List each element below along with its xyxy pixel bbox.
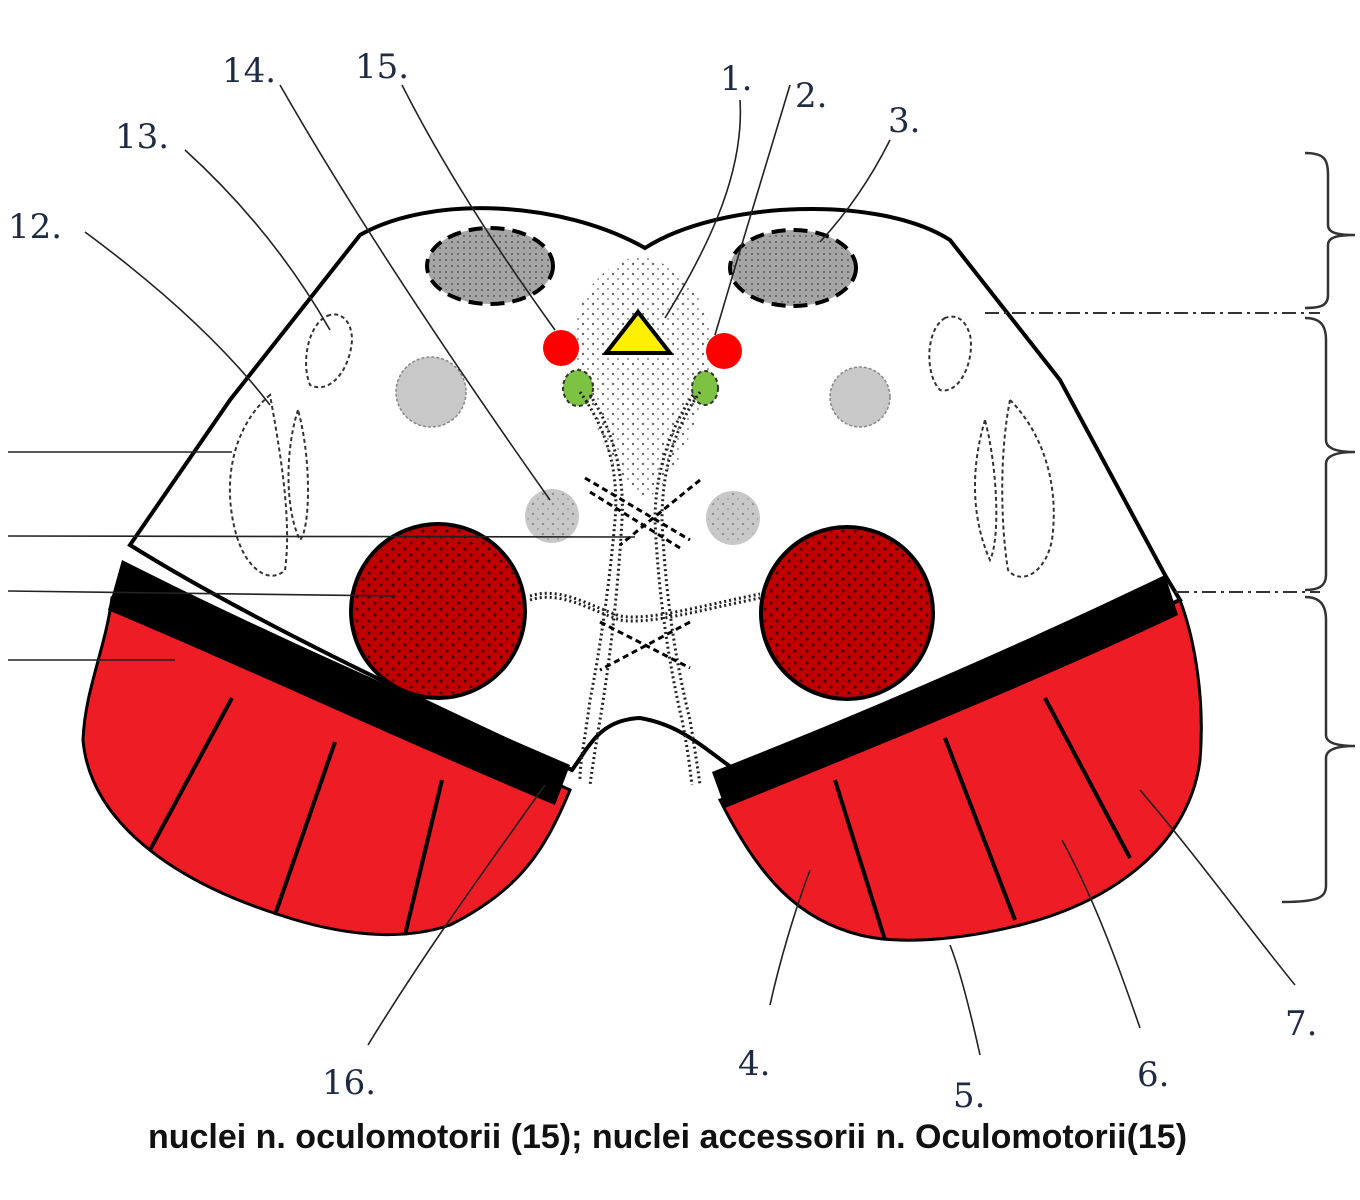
left-red-nucleus-texture	[354, 527, 522, 695]
label-14: 14.	[222, 51, 276, 91]
periaqueductal-grey	[574, 255, 712, 500]
label-6: 6.	[1137, 1055, 1169, 1095]
region-brackets	[1281, 151, 1356, 904]
peduncle-division-lines	[148, 697, 1132, 941]
oculomotor-nerve-fibers	[529, 391, 761, 786]
left-substantia-nigra	[108, 560, 570, 805]
lemniscus-outlines	[228, 313, 1055, 578]
right-medial-grey-nucleus-texture	[708, 493, 758, 543]
right-lateral-grey-nucleus	[829, 366, 891, 428]
label-12: 12.	[8, 207, 62, 247]
peduncle-bracket	[1281, 595, 1356, 904]
label-16: 16.	[322, 1063, 376, 1103]
cerebral-aqueduct-triangle	[601, 308, 675, 355]
label-2: 2.	[795, 76, 827, 116]
diagram-caption: nuclei n. oculomotorii (15); nuclei acce…	[147, 1118, 1188, 1156]
leader-lines	[7, 84, 1296, 1056]
right-red-nucleus-texture	[764, 530, 930, 696]
tegmentum-bracket	[1304, 316, 1356, 592]
right-superior-colliculus-texture	[733, 233, 853, 303]
label-3: 3.	[888, 101, 920, 141]
left-superior-colliculus-texture	[430, 231, 550, 301]
label-5: 5.	[953, 1076, 985, 1116]
tectum-bracket	[1304, 151, 1356, 310]
left-lateral-grey-nucleus	[395, 356, 467, 428]
right-accessory-oculomotor-nucleus	[691, 370, 719, 406]
label-1: 1.	[720, 59, 752, 99]
left-oculomotor-nucleus	[543, 330, 579, 366]
right-oculomotor-nucleus	[706, 333, 742, 369]
level-indicator-lines	[985, 312, 1320, 593]
label-15: 15.	[355, 47, 409, 87]
right-substantia-nigra	[712, 575, 1178, 808]
label-4: 4.	[738, 1044, 770, 1084]
left-medial-grey-nucleus-texture	[527, 491, 577, 541]
tegmental-decussation	[584, 476, 701, 672]
label-7: 7.	[1285, 1004, 1317, 1044]
label-13: 13.	[115, 117, 169, 157]
left-accessory-oculomotor-nucleus	[562, 369, 594, 407]
